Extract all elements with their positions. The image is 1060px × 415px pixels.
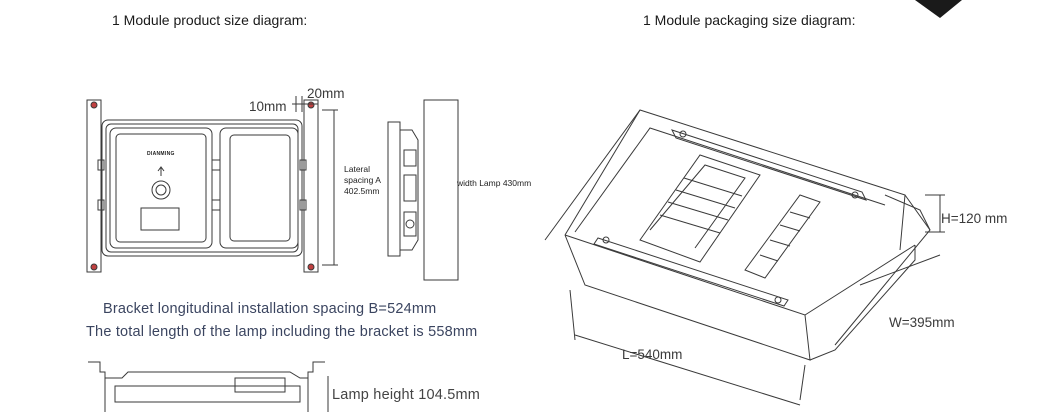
lateral-label-line2: spacing A xyxy=(344,175,381,185)
package-height-label: H=120 mm xyxy=(941,211,1008,226)
dim-20mm-label: 20mm xyxy=(307,86,345,101)
package-width-label: W=395mm xyxy=(889,315,955,330)
brand-logo-text: DIANMING xyxy=(147,151,175,157)
packaging-diagram-title: 1 Module packaging size diagram: xyxy=(643,12,856,28)
bracket-spacing-note: Bracket longitudinal installation spacin… xyxy=(103,301,437,317)
total-length-note: The total length of the lamp including t… xyxy=(86,324,478,340)
lateral-label-line3: 402.5mm xyxy=(344,186,380,196)
width-lamp-label: width Lamp 430mm xyxy=(457,178,532,188)
lateral-label-line1: Lateral xyxy=(344,164,370,174)
lamp-height-label: Lamp height 104.5mm xyxy=(332,387,481,403)
side-view xyxy=(387,99,459,281)
package-length-label: L=540mm xyxy=(622,347,683,362)
corner-mark xyxy=(915,0,962,18)
product-diagram-title: 1 Module product size diagram: xyxy=(112,12,308,28)
packaging-box xyxy=(544,109,945,406)
front-view xyxy=(86,96,338,273)
dim-10mm-label: 10mm xyxy=(249,99,287,114)
height-view xyxy=(88,361,329,412)
